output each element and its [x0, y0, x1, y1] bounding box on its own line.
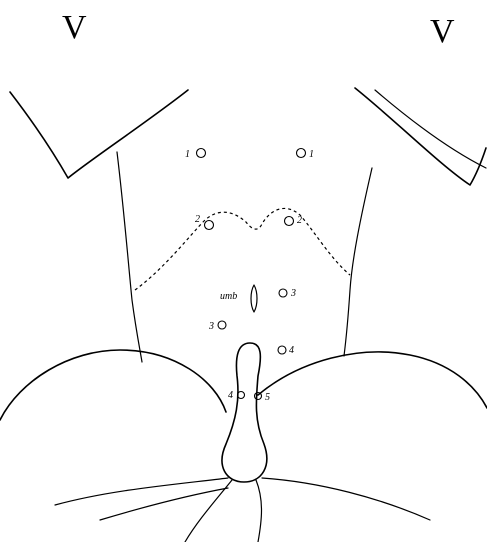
umbilicus-label: umb [220, 291, 237, 302]
umbilicus-shape [251, 285, 257, 312]
right-arm-outline [355, 88, 486, 185]
groin-left-line [55, 478, 228, 505]
right-shoulder-line [375, 90, 486, 168]
svg-text:4: 4 [289, 345, 294, 356]
svg-text:1: 1 [185, 149, 190, 160]
marker-1-left: 1 [185, 149, 206, 161]
marker-1-right: 1 [297, 149, 315, 161]
svg-text:2: 2 [297, 215, 302, 226]
svg-text:5: 5 [265, 392, 270, 403]
scrotum-right-line [256, 480, 262, 542]
left-thigh-outline [0, 350, 226, 420]
groin-lower-left [100, 488, 228, 520]
costal-margin-line [135, 208, 350, 290]
marker-2-left: 2 [195, 214, 214, 230]
right-thigh-outline [258, 352, 487, 408]
svg-text:3: 3 [290, 288, 296, 299]
corner-mark-left: V [62, 9, 87, 46]
corner-mark-right: V [430, 13, 455, 50]
svg-text:3: 3 [208, 321, 214, 332]
svg-text:4: 4 [228, 390, 233, 401]
marker-3-right: 3 [279, 288, 296, 299]
marker-3-left: 3 [208, 321, 226, 332]
svg-text:2: 2 [195, 214, 200, 225]
marker-2-right: 2 [285, 215, 303, 226]
left-arm-outline [10, 90, 188, 178]
svg-text:1: 1 [309, 149, 314, 160]
groin-right-line [262, 478, 430, 520]
penis-outline [222, 343, 267, 482]
right-torso-side [344, 168, 372, 356]
scrotum-left-line [185, 480, 232, 542]
left-torso-side [117, 152, 142, 362]
marker-4-right: 4 [278, 345, 294, 356]
marker-4-left: 4 [228, 390, 245, 401]
